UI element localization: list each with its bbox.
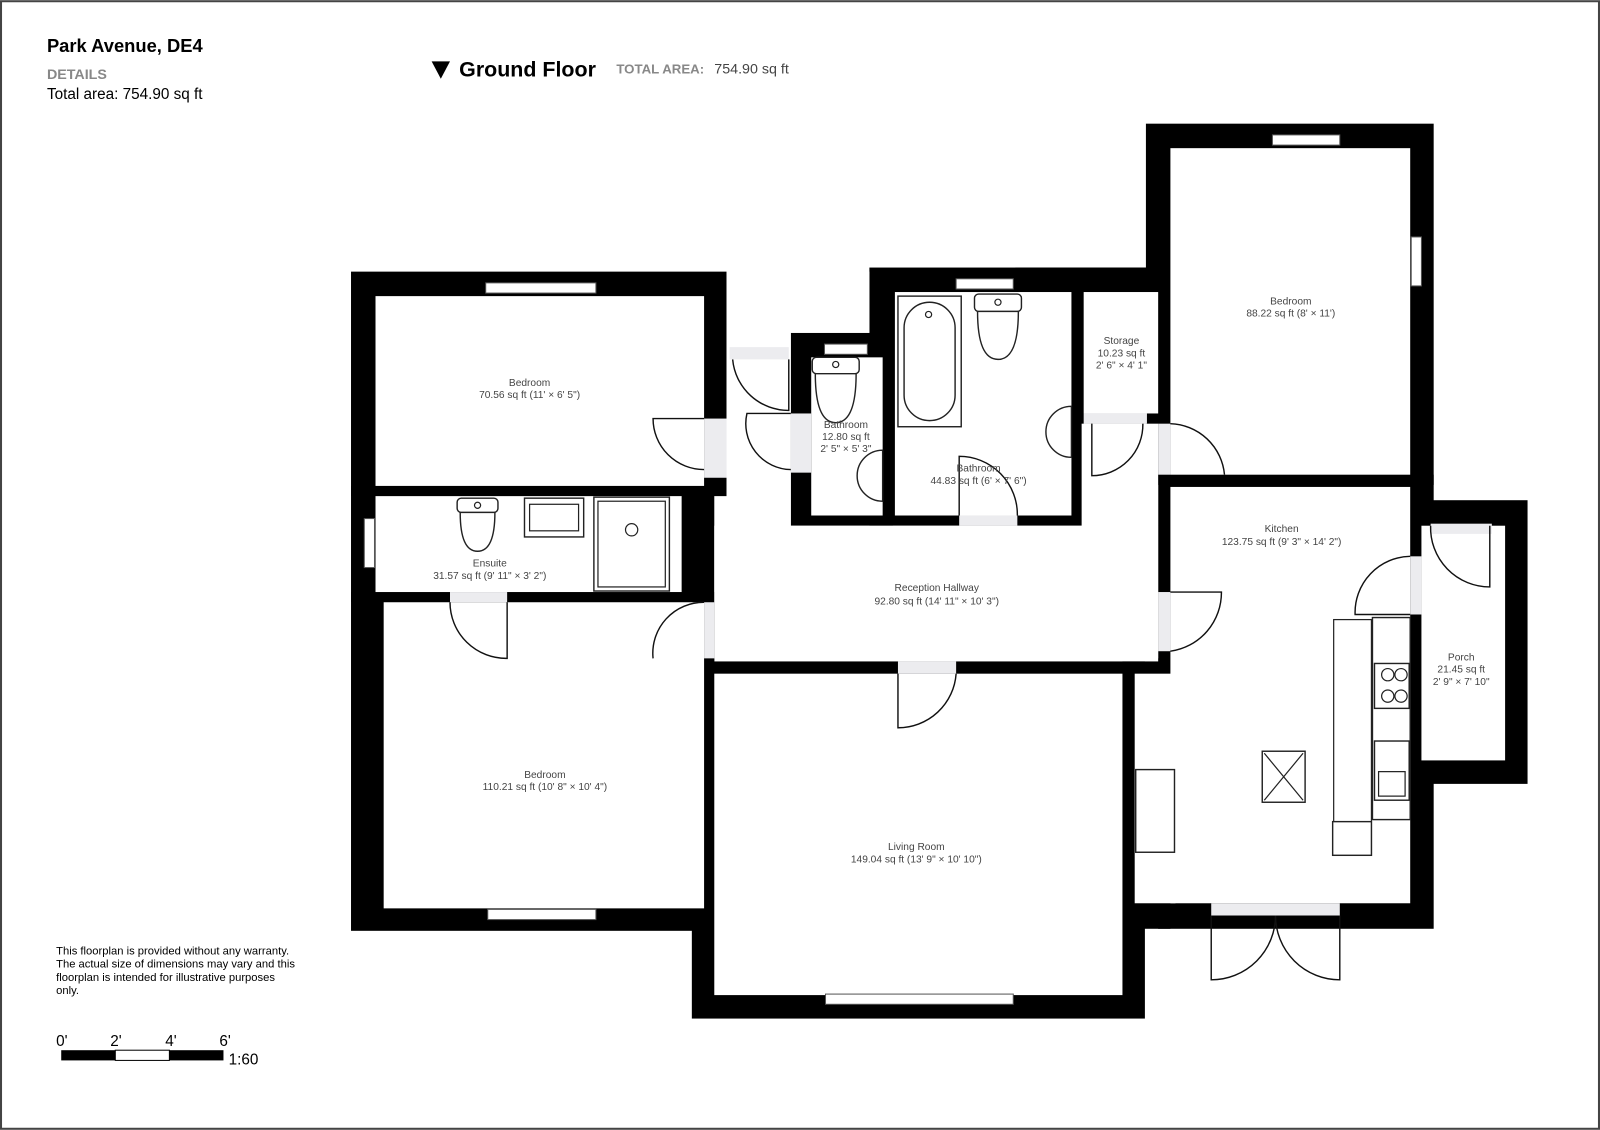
svg-text:Bathroom: Bathroom: [824, 420, 868, 431]
floor-selector[interactable]: Ground Floor: [431, 58, 596, 82]
door: [1091, 423, 1144, 477]
svg-text:Storage: Storage: [1104, 336, 1140, 347]
windows: [363, 134, 1422, 1005]
svg-text:12.80 sq ft: 12.80 sq ft: [822, 432, 870, 443]
scale-ratio: 1:60: [229, 1051, 259, 1068]
window: [487, 908, 597, 921]
room-bedroom-3: Bedroom 88.22 sq ft (8' × 11'): [1246, 296, 1335, 319]
floor-total-area-value: 754.90 sq ft: [714, 62, 789, 78]
svg-text:Ensuite: Ensuite: [473, 559, 507, 570]
svg-text:2' 6" × 4' 1": 2' 6" × 4' 1": [1096, 361, 1147, 372]
triangle-down-icon[interactable]: [431, 61, 450, 79]
window: [485, 282, 597, 294]
scale-bar: 0' 2' 4' 6' 1:60: [56, 1033, 258, 1068]
floor-total-area-label: TOTAL AREA:: [616, 62, 704, 77]
door: [1354, 555, 1411, 616]
scale-tick: 4': [165, 1033, 177, 1050]
svg-text:Kitchen: Kitchen: [1265, 524, 1299, 535]
svg-text:2' 5" × 5' 3": 2' 5" × 5' 3": [820, 444, 871, 455]
svg-text:Reception Hallway: Reception Hallway: [895, 583, 980, 594]
svg-text:The actual size of dimensions: The actual size of dimensions may vary a…: [56, 959, 295, 971]
window: [955, 278, 1014, 290]
door: [449, 602, 508, 660]
svg-text:only.: only.: [56, 985, 79, 997]
floor-name[interactable]: Ground Floor: [459, 58, 596, 82]
door: [731, 359, 790, 412]
svg-text:Bedroom: Bedroom: [524, 770, 565, 781]
window: [823, 343, 868, 355]
total-area-text: Total area: 754.90 sq ft: [47, 86, 203, 103]
fixtures: [456, 293, 1411, 857]
basin-icon: [1045, 405, 1073, 459]
toilet-icon: [973, 293, 1023, 361]
window: [363, 518, 375, 569]
window: [1410, 236, 1422, 287]
svg-text:21.45 sq ft: 21.45 sq ft: [1437, 665, 1485, 676]
shower-icon: [593, 496, 671, 592]
svg-text:88.22 sq ft (8' × 11'): 88.22 sq ft (8' × 11'): [1246, 309, 1335, 320]
svg-text:44.83 sq ft (6' × 7' 6"): 44.83 sq ft (6' × 7' 6"): [931, 476, 1027, 487]
door: [652, 601, 705, 659]
room-hallway: Reception Hallway 92.80 sq ft (14' 11" × …: [874, 583, 999, 607]
svg-text:Living Room: Living Room: [888, 842, 945, 853]
svg-text:10.23 sq ft: 10.23 sq ft: [1098, 348, 1146, 359]
room-floors: [375, 148, 1506, 996]
svg-text:70.56 sq ft (11' × 6' 5"): 70.56 sq ft (11' × 6' 5"): [479, 390, 580, 401]
details-label: DETAILS: [47, 67, 107, 83]
kitchen-sink-icon: [1373, 740, 1410, 801]
disclaimer: This floorplan is provided without any w…: [56, 945, 295, 997]
fireplace-icon: [1135, 768, 1176, 853]
room-kitchen: Kitchen 123.75 sq ft (9' 3" × 14' 2"): [1222, 524, 1342, 548]
svg-text:Bedroom: Bedroom: [509, 378, 550, 389]
scale-tick: 2': [110, 1033, 122, 1050]
door: [1170, 422, 1226, 475]
svg-text:Bathroom: Bathroom: [956, 464, 1000, 475]
svg-text:110.21 sq ft (10' 8" × 10' 4"): 110.21 sq ft (10' 8" × 10' 4"): [483, 782, 608, 793]
door: [1170, 591, 1223, 652]
room-porch: Porch 21.45 sq ft2' 9" × 7' 10": [1433, 652, 1490, 687]
svg-text:31.57 sq ft (9' 11" × 3' 2"): 31.57 sq ft (9' 11" × 3' 2"): [433, 571, 546, 582]
svg-text:2' 9" × 7' 10": 2' 9" × 7' 10": [1433, 677, 1490, 688]
svg-text:Porch: Porch: [1448, 652, 1475, 663]
door: [897, 673, 957, 729]
french-doors: [1210, 915, 1341, 981]
toilet-icon: [811, 356, 860, 424]
door: [1429, 525, 1491, 588]
door: [958, 455, 1019, 516]
toilet-icon: [456, 497, 499, 552]
door: [652, 417, 705, 471]
svg-text:This floorplan is provided wit: This floorplan is provided without any w…: [56, 945, 289, 957]
window: [1271, 134, 1341, 146]
svg-text:Bedroom: Bedroom: [1270, 296, 1311, 307]
scale-tick: 0': [56, 1033, 68, 1050]
window: [825, 993, 1014, 1005]
property-title: Park Avenue, DE4: [47, 35, 204, 56]
svg-text:123.75 sq ft (9' 3" × 14' 2"): 123.75 sq ft (9' 3" × 14' 2"): [1222, 537, 1342, 548]
door: [745, 412, 791, 471]
scale-tick: 6': [219, 1033, 231, 1050]
svg-text:149.04 sq ft (13' 9" × 10' 10": 149.04 sq ft (13' 9" × 10' 10"): [851, 854, 982, 865]
svg-text:92.80 sq ft (14' 11" × 10' 3"): 92.80 sq ft (14' 11" × 10' 3"): [874, 596, 999, 607]
svg-text:floorplan is intended for illu: floorplan is intended for illustrative p…: [56, 972, 275, 984]
basin-icon: [856, 449, 884, 502]
doors[interactable]: [449, 347, 1492, 981]
